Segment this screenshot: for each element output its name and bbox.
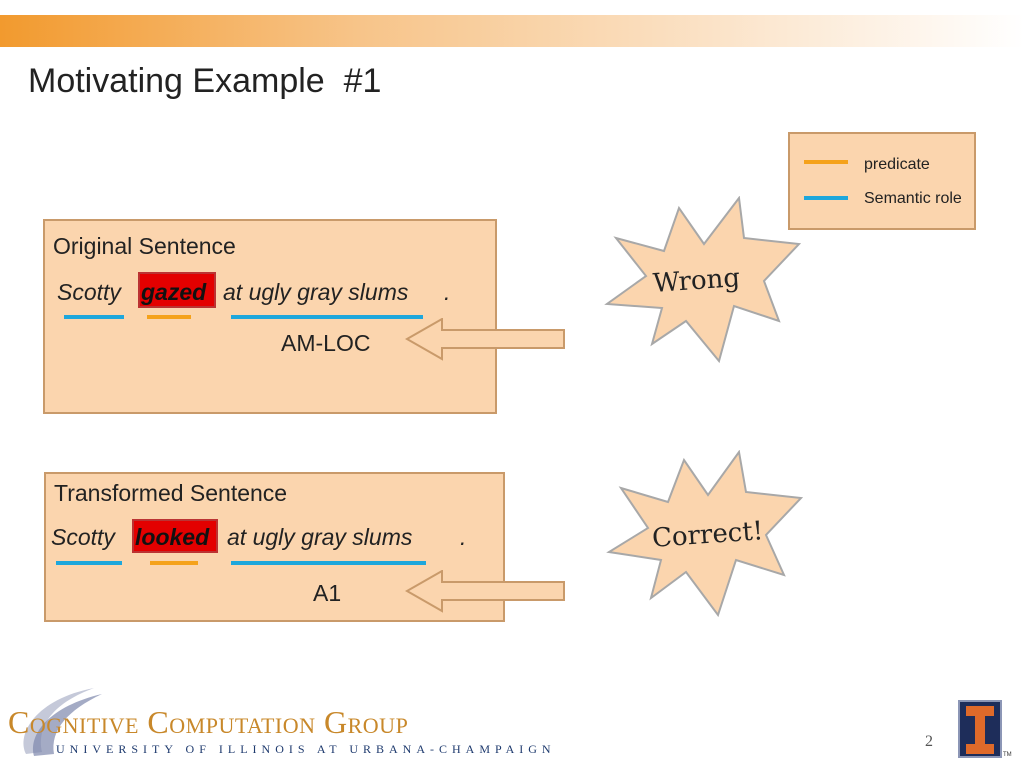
slide-title: Motivating Example #1	[28, 62, 382, 100]
predicate-highlight	[132, 519, 218, 553]
cognitive-computation-group-logo: Cognitive Computation Group UNIVERSITY O…	[6, 684, 551, 762]
role-underline	[64, 315, 124, 319]
legend: predicate Semantic role	[788, 132, 976, 230]
illinois-logo	[958, 700, 1002, 758]
original-role-label: AM-LOC	[281, 330, 371, 356]
original-period: .	[444, 279, 451, 305]
transformed-predicate-word: looked	[135, 524, 210, 550]
block-i-icon	[966, 706, 994, 754]
legend-label-predicate: predicate	[864, 156, 930, 173]
transformed-period: .	[460, 524, 467, 550]
predicate-underline	[147, 315, 191, 319]
transformed-subject-word: Scotty	[51, 524, 115, 550]
transformed-object-phrase: at ugly gray slums	[227, 524, 413, 550]
trademark-mark: TM	[1003, 752, 1012, 758]
predicate-underline	[150, 561, 198, 565]
role-underline	[56, 561, 122, 565]
logo-sub-text: UNIVERSITY OF ILLINOIS AT URBANA-CHAMPAI…	[56, 742, 556, 756]
logo-main-text: Cognitive Computation Group	[8, 704, 409, 740]
role-underline	[231, 315, 423, 319]
semantic-role-legend-line	[804, 196, 848, 200]
original-object-phrase: at ugly gray slums	[223, 279, 409, 305]
page-number: 2	[925, 733, 933, 750]
original-verdict: Wrong	[652, 263, 741, 299]
legend-label-semantic-role: Semantic role	[864, 190, 962, 207]
original-sentence-header: Original Sentence	[53, 233, 236, 259]
arrow-left-icon	[404, 570, 565, 613]
transformed-sentence-header: Transformed Sentence	[54, 480, 288, 506]
swoosh-icon	[23, 688, 102, 756]
predicate-highlight	[138, 272, 216, 308]
starburst-icon	[606, 450, 804, 618]
original-subject-word: Scotty	[57, 279, 121, 305]
role-underline	[231, 561, 426, 565]
starburst-icon	[604, 196, 802, 364]
title-accent-bar	[0, 15, 1024, 47]
original-predicate-word: gazed	[141, 279, 207, 305]
arrow-left-icon	[404, 318, 565, 361]
predicate-legend-line	[804, 160, 848, 164]
transformed-role-label: A1	[313, 580, 342, 606]
